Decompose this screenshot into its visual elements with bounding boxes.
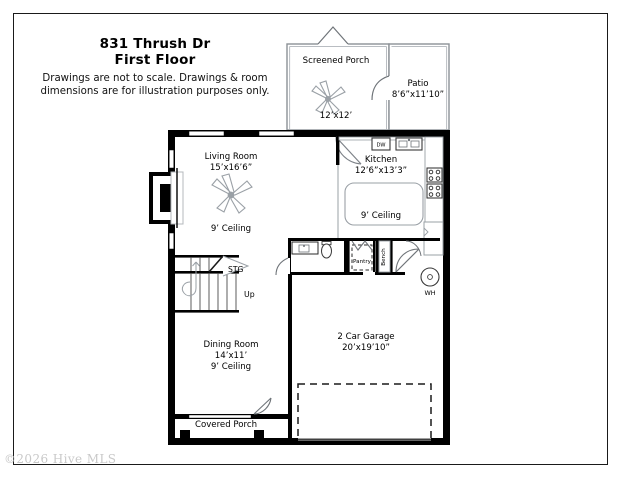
mls-watermark: ©2026 Hive MLS: [4, 452, 117, 466]
ceiling-fan-icon-living-room: [211, 173, 253, 214]
vanity-sink-icon: [291, 241, 319, 255]
porch-to-patio-door-icon: [371, 75, 392, 101]
annotation-stairs-up: Up: [244, 290, 255, 299]
bath-door-icon: [275, 257, 290, 276]
staircase: [175, 255, 250, 313]
garage-parking-pad: [297, 383, 432, 440]
pantry-shelves: [351, 244, 373, 271]
room-dimensions-screened-porch: 12’x12’: [320, 111, 352, 121]
room-dimensions-garage: 20’x19’10”: [342, 343, 390, 353]
annotation-storage: STG: [228, 265, 243, 274]
room-label-kitchen: Kitchen: [365, 155, 397, 165]
annotation-bench: Bench: [381, 248, 387, 266]
toilet-icon: [321, 241, 332, 259]
annotation-pantry: Pantry: [353, 259, 372, 265]
annotation-water-heater: WH: [424, 289, 435, 297]
room-ceiling-kitchen: 9’ Ceiling: [361, 211, 401, 221]
page-title-address: 831 Thrush Dr: [99, 36, 211, 52]
room-ceiling-dining-room: 9’ Ceiling: [211, 362, 251, 372]
room-label-garage: 2 Car Garage: [337, 332, 394, 342]
disclaimer-line-2: dimensions are for illustration purposes…: [40, 86, 270, 97]
screened-porch-door-icon: [317, 26, 349, 45]
room-label-patio: Patio: [407, 79, 428, 89]
svg-text:DW: DW: [376, 143, 385, 149]
porch-column-icons: [180, 430, 264, 440]
title-block: 831 Thrush Dr First Floor Drawings are n…: [30, 36, 280, 98]
dishwasher-icon: DW: [371, 137, 391, 151]
dining-room-walls: [175, 275, 292, 445]
pantry-door-icon: [351, 240, 373, 251]
room-label-covered-porch: Covered Porch: [195, 420, 257, 430]
garage-entry-door-icon: [395, 248, 420, 273]
sink-icon: [395, 137, 423, 151]
bench-seat: [378, 240, 391, 273]
exterior-walls: [168, 130, 450, 445]
ceiling-fan-icon-screened-porch: [311, 80, 346, 115]
patio-outline: [388, 43, 450, 131]
fireplace-icon: [149, 168, 184, 228]
disclaimer-line-1: Drawings are not to scale. Drawings & ro…: [42, 73, 268, 84]
room-label-living-room: Living Room: [205, 152, 258, 162]
room-dimensions-kitchen: 12’6”x13’3”: [355, 166, 407, 176]
hall-door-icon: [405, 240, 422, 257]
garage-door: [298, 438, 431, 441]
room-dimensions-patio: 8’6”x11’10”: [392, 90, 444, 100]
page-title-floor: First Floor: [114, 52, 196, 68]
room-label-dining-room: Dining Room: [204, 340, 259, 350]
water-heater-icon: [420, 267, 440, 287]
range-icon: [426, 167, 443, 199]
room-ceiling-living-room: 9’ Ceiling: [211, 224, 251, 234]
window-icons-top-wall: [188, 130, 295, 137]
room-dimensions-dining-room: 14’x11’: [215, 351, 247, 361]
room-dimensions-living-room: 15’x16’6”: [210, 163, 252, 173]
window-icons-left-wall: [168, 149, 175, 250]
hall-partitions: [288, 238, 440, 275]
room-label-screened-porch: Screened Porch: [303, 56, 370, 66]
